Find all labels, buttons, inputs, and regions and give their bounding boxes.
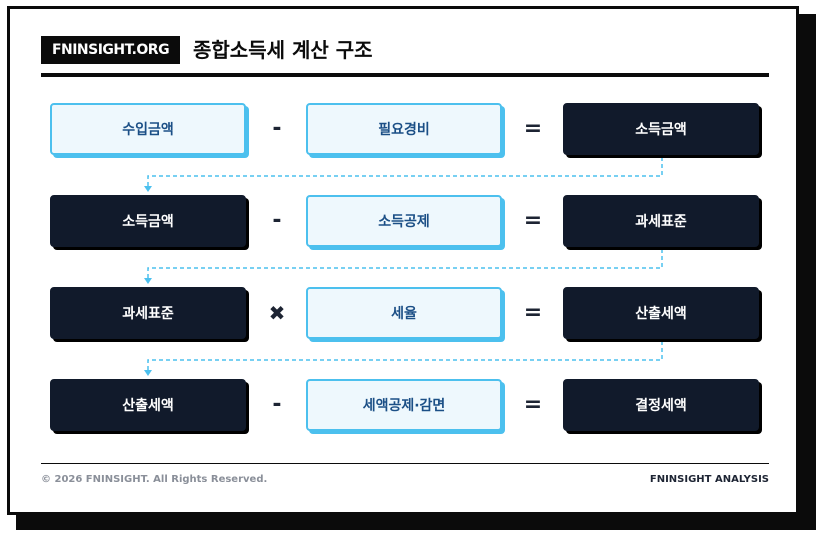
connector-row3-to-row4: [147, 341, 663, 371]
income-deduction-box: 소득공제: [306, 195, 502, 247]
minus-operator: -: [272, 116, 282, 141]
page-title: 종합소득세 계산 구조: [193, 38, 373, 62]
arrowhead-row3: [144, 278, 152, 284]
equals-operator: =: [523, 116, 543, 141]
header-divider: [41, 73, 769, 77]
copyright-text: © 2026 FNINSIGHT. All Rights Reserved.: [41, 474, 268, 485]
connector-row1-to-row2: [147, 157, 663, 187]
income-amount-box: 소득금액: [563, 103, 759, 155]
revenue-box: 수입금액: [50, 103, 246, 155]
footer-divider: [41, 463, 769, 464]
analysis-label: FNINSIGHT ANALYSIS: [649, 474, 769, 485]
brand-logo: FNINSIGHT.ORG: [41, 36, 180, 64]
minus-operator: -: [272, 208, 282, 233]
multiply-operator: ✖: [268, 301, 286, 325]
calculated-tax-box: 산출세액: [50, 379, 246, 431]
calculated-tax-box: 산출세액: [563, 287, 759, 339]
determined-tax-box: 결정세액: [563, 379, 759, 431]
tax-base-box: 과세표준: [50, 287, 246, 339]
equals-operator: =: [523, 300, 543, 325]
equals-operator: =: [523, 392, 543, 417]
necessary-expenses-box: 필요경비: [306, 103, 502, 155]
arrowhead-row2: [144, 186, 152, 192]
connector-row2-to-row3: [147, 249, 663, 279]
equals-operator: =: [523, 208, 543, 233]
tax-base-box: 과세표준: [563, 195, 759, 247]
tax-credit-reduction-box: 세액공제·감면: [306, 379, 502, 431]
arrowhead-row4: [144, 370, 152, 376]
minus-operator: -: [272, 392, 282, 417]
income-amount-box: 소득금액: [50, 195, 246, 247]
tax-rate-box: 세율: [306, 287, 502, 339]
